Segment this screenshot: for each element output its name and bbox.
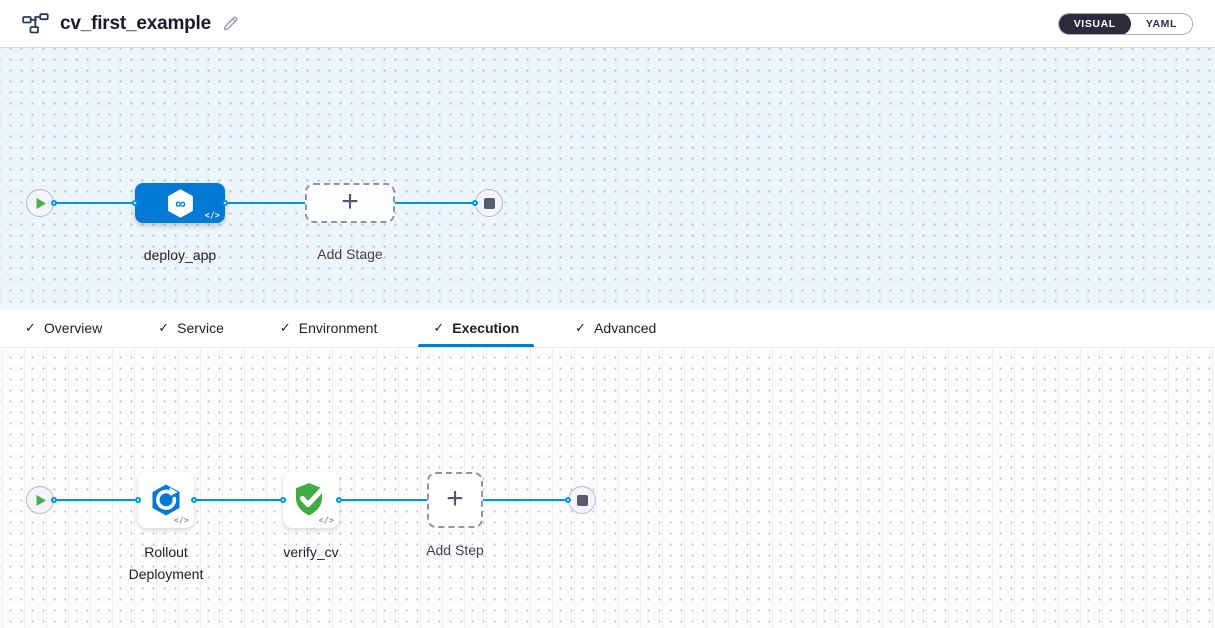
step-node-rollout-deployment[interactable]: </>	[138, 472, 194, 528]
cd-hexagon-icon: ∞	[164, 187, 197, 220]
connector-dot	[51, 497, 57, 503]
edge	[54, 499, 138, 501]
play-icon	[35, 197, 47, 210]
execution-start-node	[26, 486, 54, 514]
step-node-verify-cv[interactable]: </>	[283, 472, 339, 528]
toggle-yaml-button[interactable]: YAML	[1131, 14, 1192, 34]
visual-yaml-toggle: VISUAL YAML	[1057, 12, 1193, 35]
step-label: Rollout Deployment	[128, 544, 204, 582]
check-icon: ✓	[279, 320, 291, 335]
edge	[54, 202, 135, 204]
svg-text:∞: ∞	[175, 196, 185, 212]
stage-node-deploy-app[interactable]: ∞ </>	[135, 183, 225, 223]
edge	[339, 499, 427, 501]
add-step-button[interactable]: +	[427, 472, 483, 528]
code-icon: </>	[318, 516, 334, 526]
add-stage-button[interactable]: +	[305, 183, 395, 223]
tab-label: Advanced	[594, 320, 657, 336]
plus-icon: +	[341, 184, 359, 218]
pipeline-start-node	[26, 189, 54, 217]
step-label: verify_cv	[283, 544, 339, 560]
pipeline-end-node	[475, 189, 503, 217]
edge	[194, 499, 283, 501]
toggle-visual-button[interactable]: VISUAL	[1058, 13, 1131, 34]
edit-pipeline-name-button[interactable]	[222, 15, 239, 32]
connector-dot	[191, 497, 197, 503]
pipeline-icon	[22, 13, 49, 34]
plus-icon: +	[446, 481, 464, 515]
tab-label: Execution	[452, 320, 520, 336]
edge	[225, 202, 305, 204]
connector-dot	[132, 200, 138, 206]
connector-dot	[565, 497, 571, 503]
add-step-label: Add Step	[426, 542, 484, 558]
tab-overview[interactable]: ✓ Overview	[10, 309, 117, 347]
tab-label: Overview	[43, 320, 103, 336]
execution-canvas[interactable]: </> </> + Rollout Deployment	[0, 348, 1215, 628]
edge	[483, 499, 568, 501]
execution-end-node	[568, 486, 596, 514]
rollout-deployment-icon	[148, 482, 184, 518]
check-icon: ✓	[433, 320, 445, 335]
check-icon: ✓	[575, 320, 587, 335]
connector-dot	[222, 200, 228, 206]
connector-dot	[280, 497, 286, 503]
stop-icon	[576, 494, 588, 506]
stop-icon	[483, 197, 495, 209]
check-icon: ✓	[25, 320, 36, 335]
play-icon	[35, 494, 47, 507]
stage-canvas[interactable]: ∞ </> + deploy_app Add Stage	[0, 48, 1215, 309]
shield-check-icon	[291, 481, 331, 519]
tab-environment[interactable]: ✓ Environment	[265, 309, 393, 347]
check-icon: ✓	[158, 320, 170, 335]
tab-label: Environment	[298, 320, 378, 336]
edge	[395, 202, 475, 204]
page-title: cv_first_example	[60, 12, 212, 34]
code-icon: </>	[173, 516, 189, 526]
tab-label: Service	[177, 320, 224, 336]
tab-advanced[interactable]: ✓ Advanced	[560, 309, 671, 347]
connector-dot	[472, 200, 478, 206]
stage-config-tabs: ✓ Overview ✓ Service ✓ Environment ✓ Exe…	[0, 309, 1215, 348]
tab-service[interactable]: ✓ Service	[143, 309, 239, 347]
code-icon: </>	[204, 211, 220, 221]
pencil-icon	[222, 15, 239, 32]
tab-execution[interactable]: ✓ Execution	[418, 309, 534, 347]
add-stage-label: Add Stage	[317, 246, 383, 262]
connector-dot	[336, 497, 342, 503]
connector-dot	[135, 497, 141, 503]
header: cv_first_example VISUAL YAML	[0, 0, 1215, 48]
connector-dot	[51, 200, 57, 206]
stage-label: deploy_app	[143, 247, 217, 263]
